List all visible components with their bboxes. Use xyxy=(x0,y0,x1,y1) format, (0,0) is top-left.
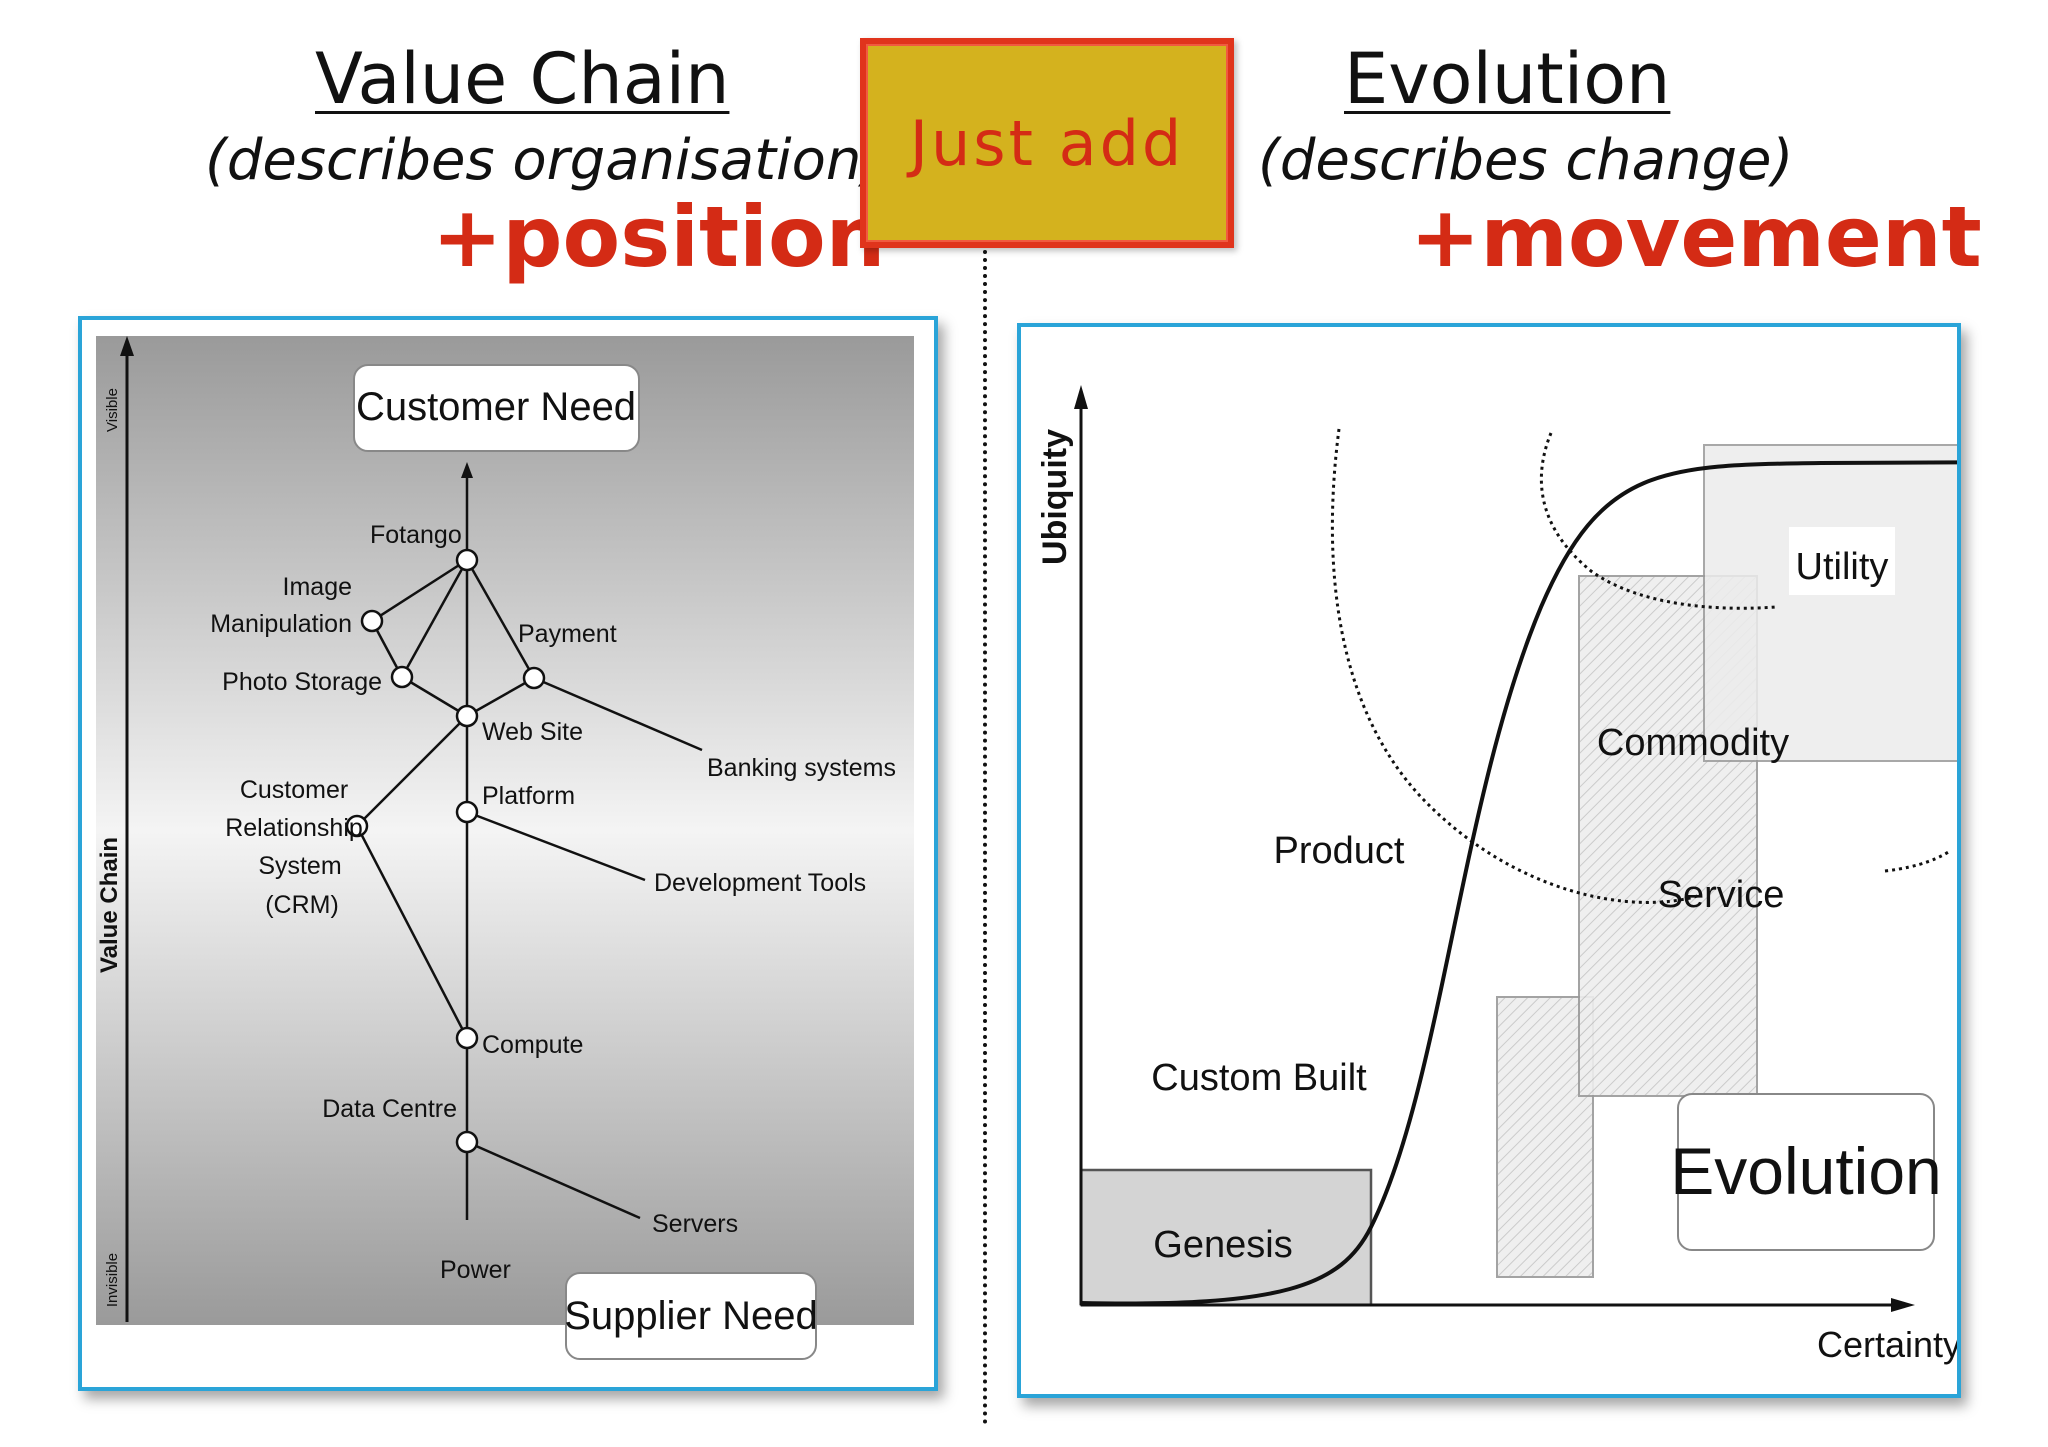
value-chain-subtitle: (describes organisation) xyxy=(205,128,884,193)
evolution-diagram: Ubiquity Certainty Genesis Custom Built … xyxy=(1036,385,2045,1365)
evolution-badge-label: Evolution xyxy=(1670,1134,1942,1208)
node-platform xyxy=(455,800,479,824)
label-dev-tools: Development Tools xyxy=(654,869,866,897)
just-add-badge: Just add xyxy=(860,38,1234,248)
commodity-region xyxy=(1703,444,2045,762)
label-crm-3: System xyxy=(258,852,341,880)
evolution-title: Evolution xyxy=(1344,38,1671,120)
evolution-badge-box xyxy=(1677,1093,1935,1251)
label-web-site: Web Site xyxy=(482,718,583,746)
label-platform: Platform xyxy=(482,782,575,810)
label-photo-storage: Photo Storage xyxy=(222,668,382,696)
genesis-region xyxy=(1079,1168,1373,1307)
value-chain-background xyxy=(96,336,914,1325)
y-axis-arrow-icon xyxy=(1074,385,1088,409)
label-crm-1: Customer xyxy=(240,776,348,804)
custom-built-region xyxy=(1496,996,1594,1278)
product-label: Product xyxy=(1274,830,1405,872)
supplier-need-box xyxy=(565,1272,817,1360)
x-axis-arrow-icon xyxy=(1891,1298,1915,1312)
node-data-centre xyxy=(455,1130,479,1154)
custom-built-label: Custom Built xyxy=(1151,1057,1367,1099)
commodity-label: Commodity xyxy=(1597,722,1789,764)
customer-need-box xyxy=(353,364,640,452)
evolution-panel: Ubiquity Certainty Genesis Custom Built … xyxy=(1017,323,2045,1398)
label-servers: Servers xyxy=(652,1210,738,1238)
value-chain-edges xyxy=(355,470,703,1220)
node-payment xyxy=(522,666,546,690)
value-chain-title: Value Chain xyxy=(315,38,730,120)
label-manipulation: Manipulation xyxy=(210,610,352,638)
axis-arrow-icon xyxy=(120,336,134,356)
service-arc-end xyxy=(1884,849,1951,873)
utility-label: Utility xyxy=(1796,546,1889,588)
value-chain-nodes xyxy=(345,548,546,1154)
node-fotango xyxy=(455,548,479,572)
label-image: Image xyxy=(283,573,352,601)
axis-title: Value Chain xyxy=(96,837,123,973)
y-axis-label: Ubiquity xyxy=(1036,429,1074,565)
node-photo-storage xyxy=(390,665,414,689)
x-axis-label: Certainty xyxy=(1817,1324,1957,1365)
utility-arc xyxy=(1539,432,1777,610)
position-label: +position xyxy=(432,188,886,286)
supplier-need-label: Supplier Need xyxy=(564,1294,818,1338)
evolution-s-curve xyxy=(1080,460,2022,1306)
label-payment: Payment xyxy=(518,620,617,648)
label-power: Power xyxy=(440,1256,511,1284)
chain-arrow-icon xyxy=(461,462,473,478)
genesis-label: Genesis xyxy=(1153,1224,1292,1266)
value-chain-diagram: Value Chain Visible Invisible Customer N… xyxy=(96,336,914,1360)
label-banking: Banking systems xyxy=(707,754,896,782)
dotted-divider xyxy=(983,250,987,1425)
customer-need-label: Customer Need xyxy=(356,385,636,429)
axis-visible: Visible xyxy=(104,388,121,432)
label-fotango: Fotango xyxy=(370,521,462,549)
label-data-centre: Data Centre xyxy=(322,1095,457,1123)
label-compute: Compute xyxy=(482,1031,583,1059)
value-chain-panel: Value Chain Visible Invisible Customer N… xyxy=(78,316,938,1391)
service-label: Service xyxy=(1658,874,1785,916)
label-crm-2: Relationship xyxy=(225,814,363,842)
label-crm-4: (CRM) xyxy=(265,891,339,919)
node-crm xyxy=(345,814,369,838)
movement-label: +movement xyxy=(1410,188,1982,286)
axis-invisible: Invisible xyxy=(104,1253,121,1307)
node-web-site xyxy=(455,704,479,728)
just-add-text: Just add xyxy=(909,106,1185,180)
node-compute xyxy=(455,1026,479,1050)
evolution-subtitle: (describes change) xyxy=(1258,128,1794,193)
utility-label-bg xyxy=(1789,527,1895,595)
node-image-manipulation xyxy=(360,609,384,633)
